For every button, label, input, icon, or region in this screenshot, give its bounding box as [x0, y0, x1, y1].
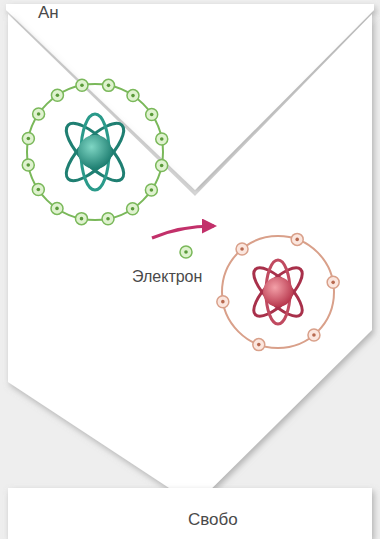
- electron-dot: [131, 207, 135, 211]
- chevron-panel: [8, 14, 372, 505]
- electron-dot: [295, 238, 299, 242]
- electron-shell: [127, 203, 139, 215]
- electron-dot: [55, 207, 59, 211]
- electron-dot: [107, 84, 111, 88]
- electron-shell: [51, 89, 63, 101]
- electron-dot: [160, 164, 164, 168]
- electron-dot: [131, 94, 135, 98]
- electron-dot: [37, 112, 41, 116]
- electron: [51, 202, 63, 214]
- electron: [253, 339, 265, 351]
- electron: [102, 213, 114, 225]
- electron: [327, 276, 339, 288]
- electron: [33, 108, 45, 120]
- electron-dot: [37, 188, 41, 192]
- electron-shell: [327, 276, 339, 288]
- electron-dot: [331, 281, 335, 285]
- electron-shell: [102, 213, 114, 225]
- electron: [236, 243, 248, 255]
- electron-shell: [291, 233, 303, 245]
- label: Электрон: [132, 268, 202, 286]
- label: Свобо: [188, 511, 238, 530]
- electron: [146, 108, 158, 120]
- electron: [145, 184, 157, 196]
- electron-dot: [27, 137, 31, 141]
- electron-dot: [80, 83, 84, 87]
- atom-red: [217, 233, 339, 350]
- electron: [127, 90, 139, 102]
- electron: [217, 296, 229, 308]
- electron-shell: [51, 202, 63, 214]
- electron-dot: [312, 333, 316, 337]
- electron: [127, 203, 139, 215]
- electron: [308, 329, 320, 341]
- electron-dot: [80, 217, 84, 221]
- electron-dot: [160, 137, 164, 141]
- electron-shell: [308, 329, 320, 341]
- electron: [22, 132, 34, 144]
- electron: [103, 79, 115, 91]
- electron-shell: [253, 339, 265, 351]
- electron: [75, 213, 87, 225]
- electron-shell: [236, 243, 248, 255]
- electron-shell: [22, 159, 34, 171]
- electron-dot: [26, 163, 30, 167]
- electron-shell: [145, 184, 157, 196]
- label: Ан: [38, 4, 59, 23]
- electron-shell: [32, 184, 44, 196]
- chevron-panel: [8, 488, 372, 539]
- electron-shell: [127, 90, 139, 102]
- electron-shell: [33, 108, 45, 120]
- electron: [32, 184, 44, 196]
- electron: [22, 159, 34, 171]
- electron-dot: [221, 300, 225, 304]
- electron-shell: [217, 296, 229, 308]
- electron: [76, 79, 88, 91]
- free-electron: [180, 246, 192, 258]
- electron: [156, 160, 168, 172]
- electron: [156, 133, 168, 145]
- transfer-arrow: [152, 226, 214, 238]
- electron: [291, 233, 303, 245]
- electron-dot: [150, 113, 154, 117]
- electron-shell: [146, 108, 158, 120]
- atom-green: [22, 79, 167, 224]
- electron-dot: [150, 188, 154, 192]
- electron-shell: [156, 133, 168, 145]
- electron-shell: [156, 160, 168, 172]
- electron-shell: [76, 79, 88, 91]
- electron-shell: [103, 79, 115, 91]
- electron: [51, 89, 63, 101]
- electron-dot: [106, 217, 110, 221]
- electron-dot: [240, 247, 244, 251]
- electron-shell: [75, 213, 87, 225]
- electron-shell: [22, 132, 34, 144]
- electron-dot: [56, 94, 60, 98]
- electron-dot: [257, 343, 261, 347]
